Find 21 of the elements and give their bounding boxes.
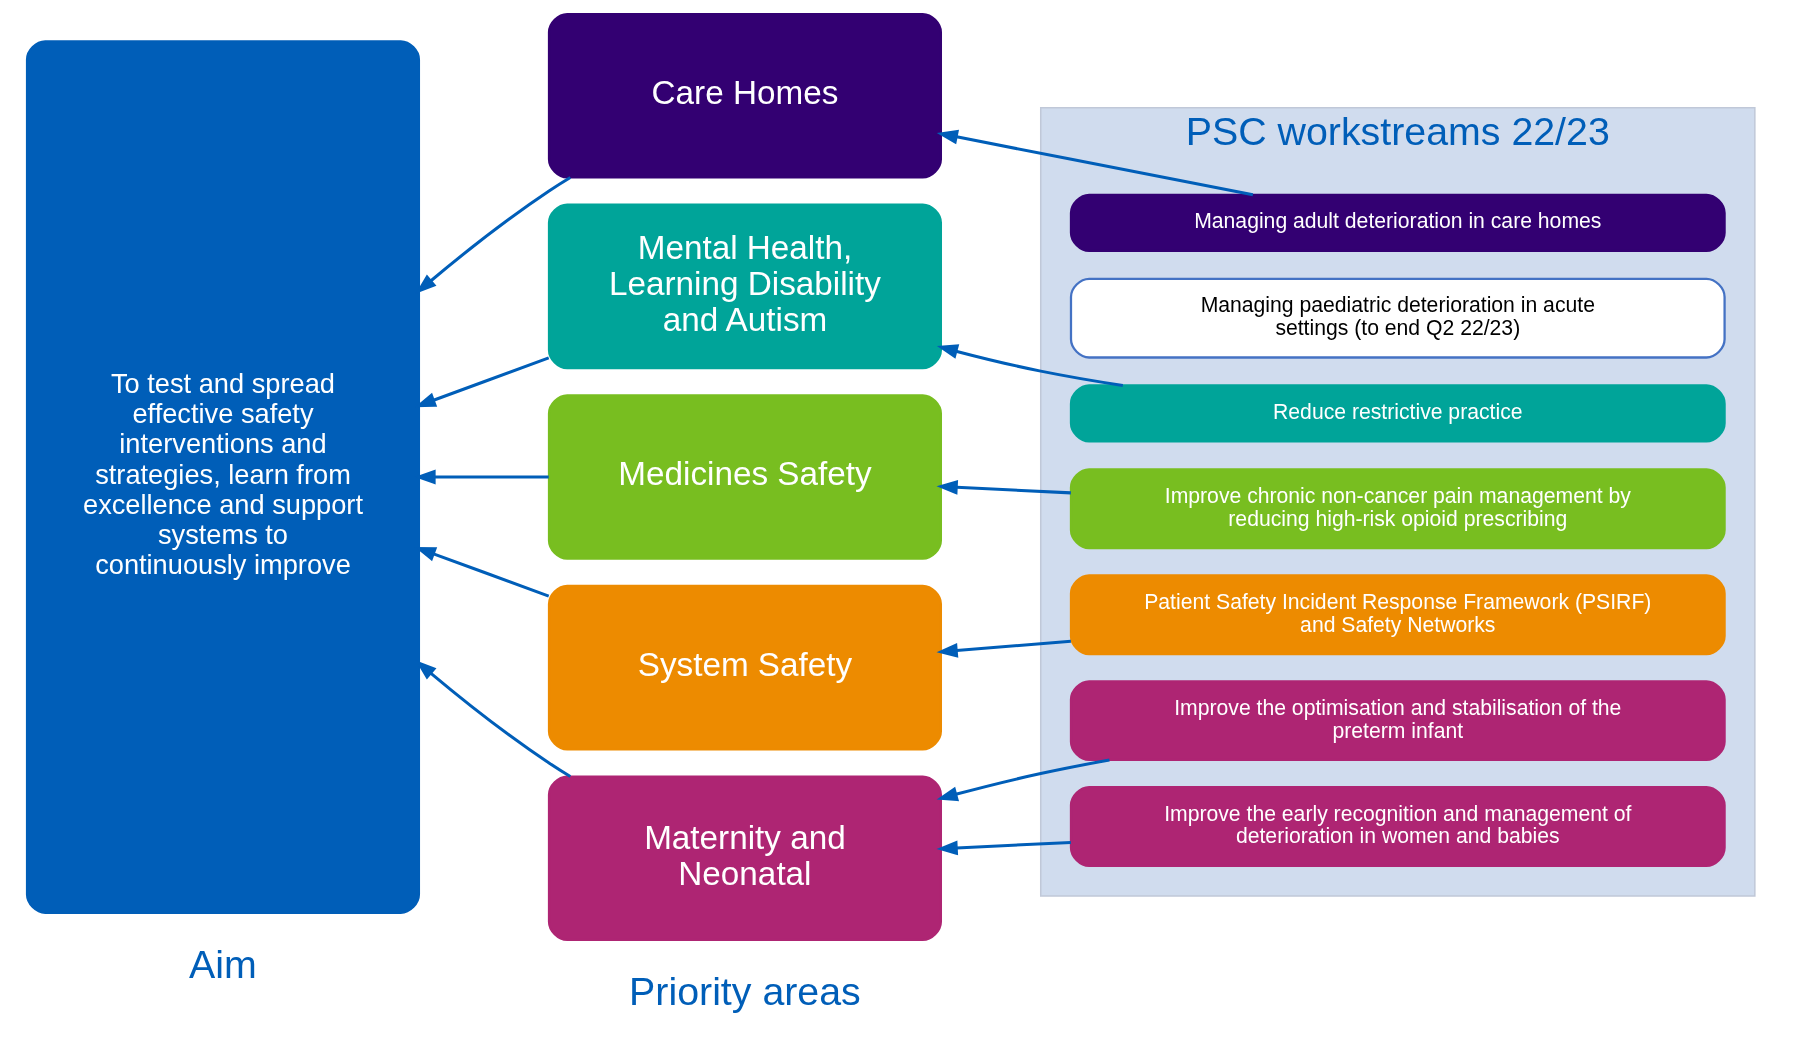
node-box: Medicines Safety (547, 394, 942, 560)
arrow (936, 758, 1110, 802)
node-box: Patient Safety Incident Response Framework (PSIRF) and Safety Networks (1069, 574, 1726, 656)
node-box: Maternity and Neonatal (547, 775, 942, 942)
node-box: Reduce restrictive practice (1069, 384, 1726, 443)
node-box: System Safety (547, 584, 942, 751)
arrow (936, 639, 1071, 658)
label: Aim (188, 942, 257, 987)
node-box: Mental Health, Learning Disability and Autism (547, 203, 942, 370)
arrow (936, 129, 1253, 197)
node-box: Improve the optimisation and stabilisation of the preterm infant (1069, 680, 1726, 762)
arrow (936, 344, 1123, 387)
label: Priority areas (628, 969, 861, 1014)
node-box: Managing paediatric deterioration in acute settings (to end Q2 22/23) (1069, 277, 1726, 359)
node-box: Managing adult deterioration in care homes (1069, 193, 1726, 252)
node-box: Care Homes (547, 12, 942, 179)
node-box: Improve chronic non-cancer pain management by reducing high-risk opioid prescribing (1069, 468, 1726, 550)
arrow (936, 840, 1071, 856)
node-box: To test and spread effective safety interventions and strategies, learn from excellence and support systems to continuously improve (25, 40, 420, 914)
arrow (936, 479, 1071, 495)
node-box: Improve the early recognition and management of deterioration in women and babies (1069, 786, 1726, 867)
